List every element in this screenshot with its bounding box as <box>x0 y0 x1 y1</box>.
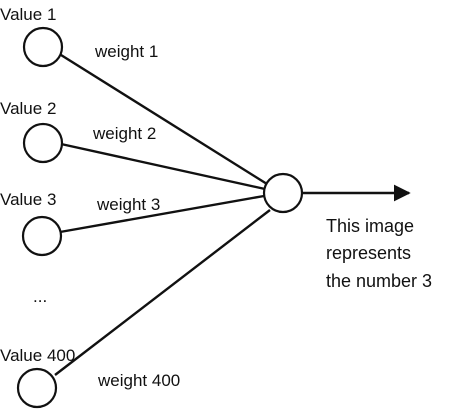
output-text-line-2: represents <box>326 243 411 263</box>
weight-label-1: weight 1 <box>94 42 158 61</box>
input-node-1 <box>22 26 64 68</box>
value-label-400: Value 400 <box>0 346 75 365</box>
weight-label-400: weight 400 <box>97 371 180 390</box>
output-text-line-1: This image <box>326 216 414 236</box>
input-node-2 <box>22 122 64 164</box>
edge-input-2 <box>60 142 266 191</box>
input-node-400 <box>16 367 58 409</box>
edge-input-1 <box>60 53 268 186</box>
value-label-1: Value 1 <box>0 5 56 24</box>
value-label-2: Value 2 <box>0 99 56 118</box>
value-label-3: Value 3 <box>0 190 56 209</box>
output-node <box>262 172 304 214</box>
edge-input-400 <box>54 209 271 376</box>
input-node-3 <box>21 215 63 257</box>
weight-label-2: weight 2 <box>92 124 156 143</box>
weight-label-3: weight 3 <box>96 195 160 214</box>
edge-input-3 <box>59 194 265 234</box>
output-text-line-3: the number 3 <box>326 271 432 291</box>
ellipsis: ... <box>33 287 47 306</box>
